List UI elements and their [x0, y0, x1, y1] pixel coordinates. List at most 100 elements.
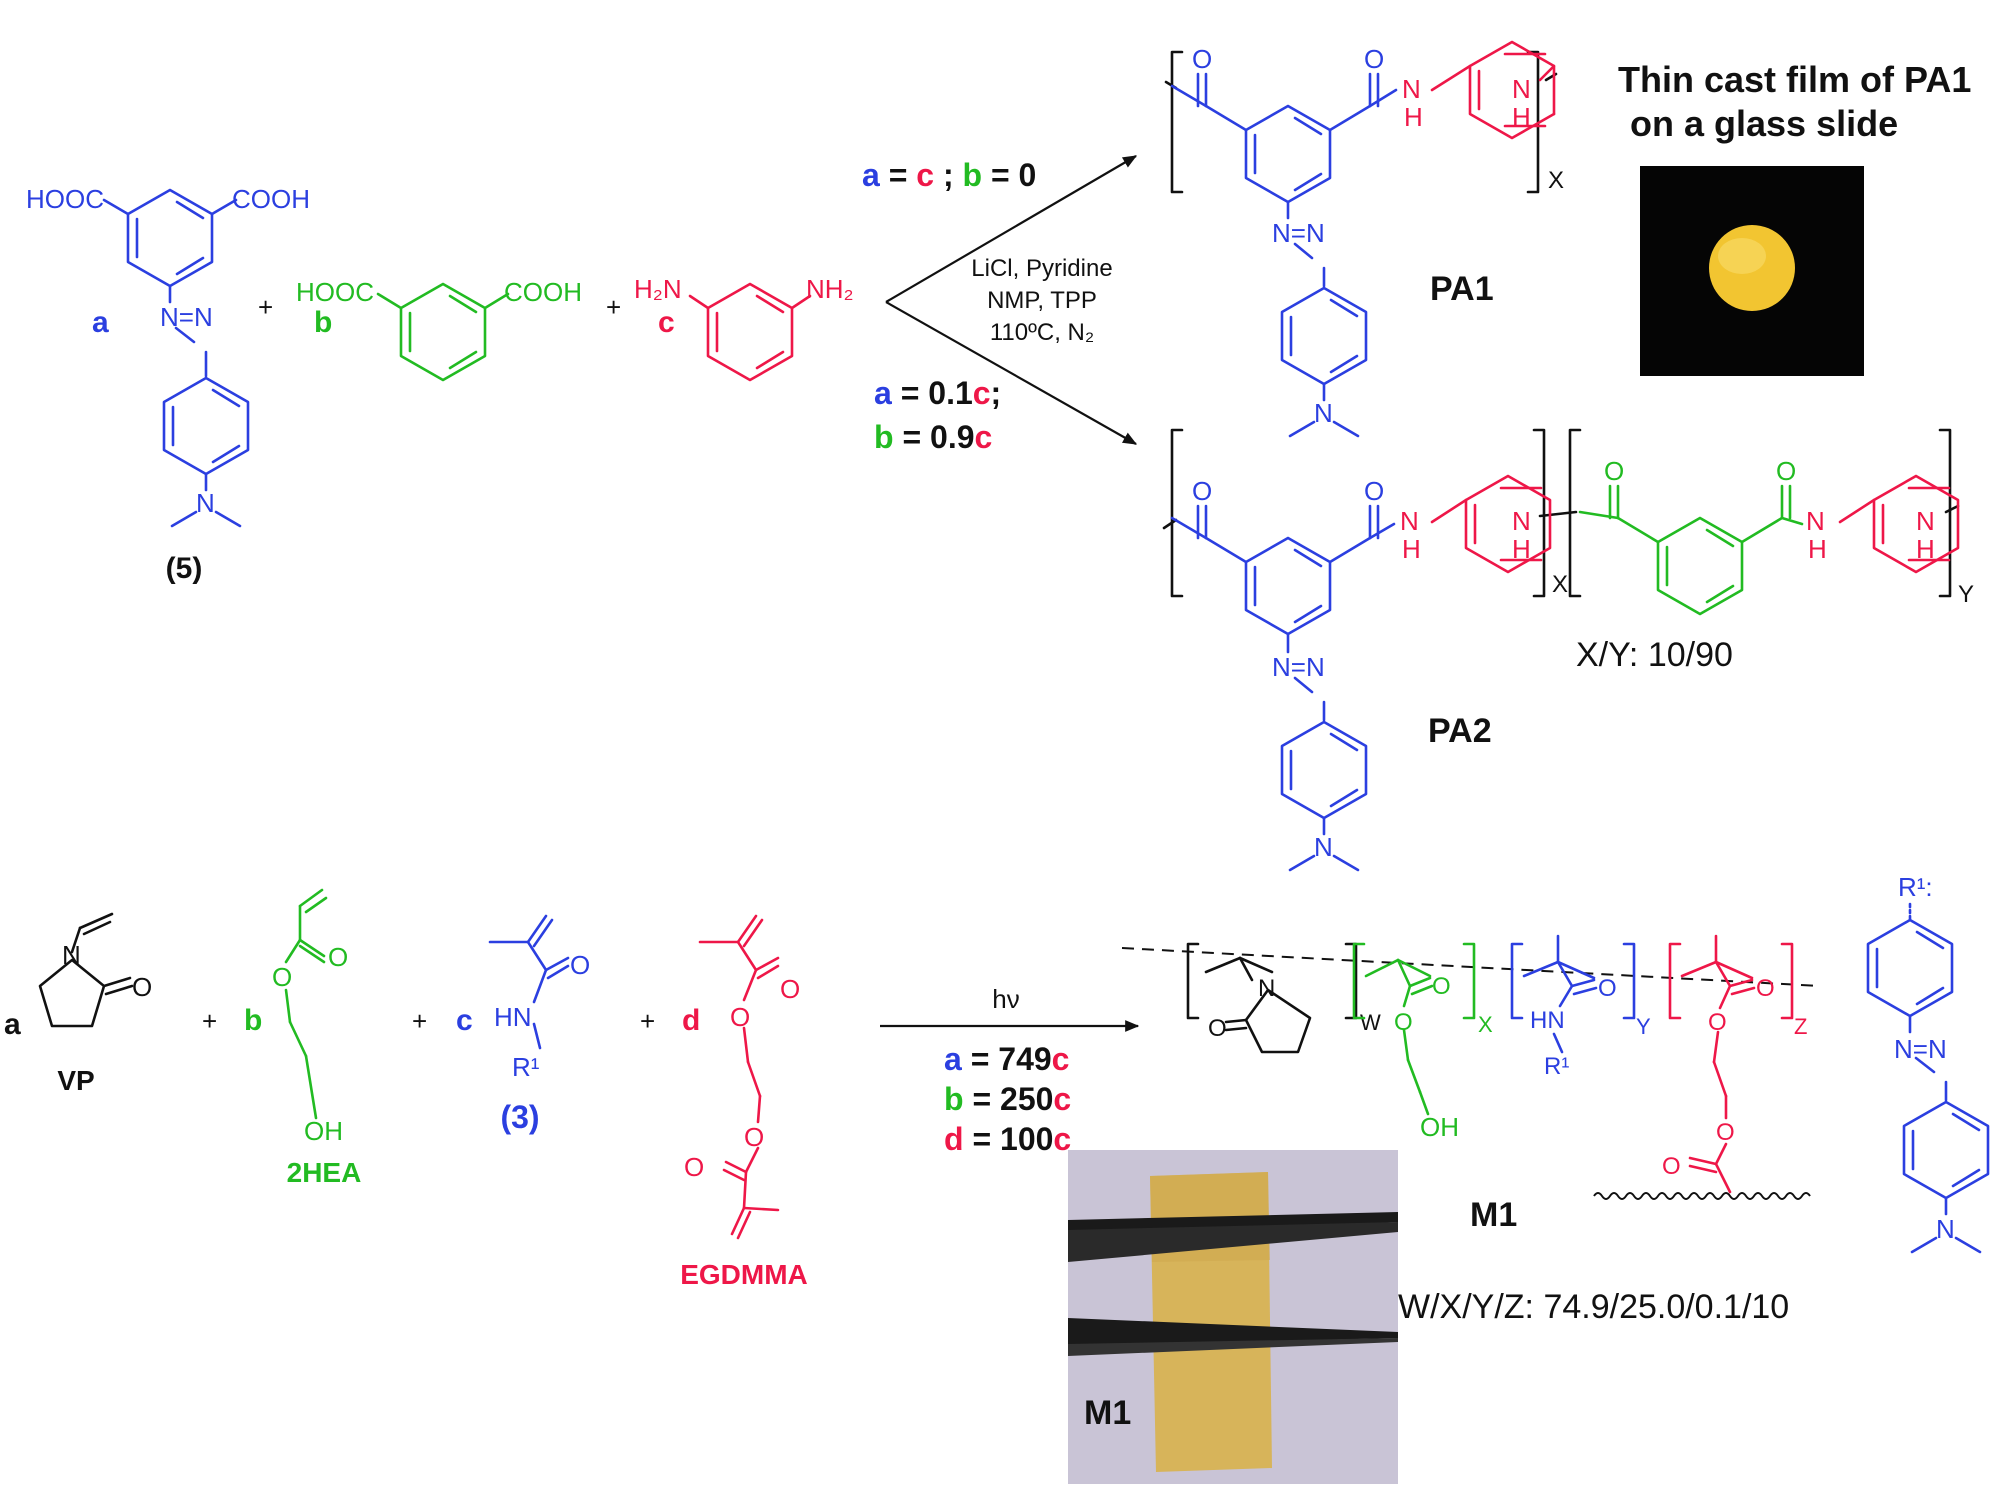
- conditions-line-2: NMP, TPP: [987, 287, 1097, 314]
- egdmma-name: EGDMMA: [680, 1259, 808, 1290]
- ratio-d: d = 100c: [944, 1121, 1071, 1157]
- plus-sign: +: [640, 1006, 655, 1036]
- pa2-carbonyl-o: O: [1364, 476, 1384, 506]
- pa2-amide-n: N: [1512, 506, 1531, 536]
- m1-hea-oxygen: O: [1432, 973, 1451, 1000]
- pa2-carbonyl-o: O: [1192, 476, 1212, 506]
- tweezer-lower: [1068, 1318, 1398, 1346]
- monomer-b-right-group: COOH: [504, 277, 582, 307]
- monomer-c-letter: c: [658, 306, 675, 339]
- top-reaction-arrows: [885, 155, 1138, 445]
- monomer-3-r: R¹: [512, 1052, 540, 1082]
- pa2-amide-h: H: [1402, 534, 1421, 564]
- vp-structure: N O a VP: [4, 912, 152, 1096]
- conditions-line-1: LiCl, Pyridine: [971, 255, 1112, 282]
- m1-vp-nitrogen: N: [1258, 975, 1275, 1002]
- monomer-3-structure: O HN R¹ c (3): [456, 914, 590, 1135]
- egdmma-letter: d: [682, 1004, 700, 1037]
- pa1-carbonyl-o: O: [1192, 44, 1212, 74]
- ratio-pa1: a = c ; b = 0: [862, 157, 1036, 193]
- r1-amine: N: [1936, 1214, 1955, 1244]
- ratio-a: a = 749c: [944, 1041, 1069, 1077]
- pa2-ratio: X/Y: 10/90: [1576, 636, 1733, 674]
- monomer-c-structure: H₂N NH₂ c: [634, 274, 854, 382]
- pa2-amide-h: H: [1512, 534, 1531, 564]
- pa2-amine: N: [1314, 832, 1333, 862]
- monomer-c-left-group: H₂N: [634, 274, 682, 304]
- pa2-azo: N=N: [1272, 652, 1325, 682]
- egdmma-structure: O O O O d EGDMMA: [680, 914, 808, 1290]
- pa2-carbonyl-o: O: [1604, 456, 1624, 486]
- vp-name: VP: [57, 1065, 94, 1096]
- vp-letter: a: [4, 1008, 21, 1041]
- pa2-subscript-y: Y: [1958, 581, 1974, 608]
- crosslink-wavy-bond: [1593, 1192, 1811, 1200]
- pa2-amide-n: N: [1400, 506, 1419, 536]
- hea-name: 2HEA: [287, 1157, 362, 1188]
- ratio-pa2-line-2: b = 0.9c: [874, 419, 992, 455]
- pa2-amide-h: H: [1916, 534, 1935, 564]
- hea-letter: b: [244, 1004, 262, 1037]
- m1-ester-oxygen: O: [1662, 1153, 1681, 1180]
- m1-hea-hydroxyl: OH: [1420, 1112, 1459, 1142]
- pa1-amide-h2: H: [1512, 102, 1531, 132]
- m1-hea-oxygen: O: [1394, 1009, 1413, 1036]
- egdmma-oxygen: O: [780, 974, 800, 1004]
- monomer-b-letter: b: [314, 306, 332, 339]
- pa1-film-photo: [1640, 166, 1864, 376]
- hea-hydroxyl: OH: [304, 1116, 343, 1146]
- vp-oxygen: O: [132, 972, 152, 1002]
- pa1-subscript: X: [1548, 167, 1564, 194]
- hea-ester-o: O: [272, 962, 292, 992]
- pa2-amide-n: N: [1806, 506, 1825, 536]
- monomer-a-amine: N: [196, 488, 215, 518]
- m1-subscript-x: X: [1478, 1012, 1493, 1037]
- monomer-a-letter: a: [92, 306, 109, 339]
- m1-amide-r: R¹: [1544, 1053, 1569, 1080]
- m1-vp-oxygen: O: [1208, 1015, 1227, 1042]
- pa1-structure: O O N H N H N=N N X PA1: [1164, 40, 1564, 438]
- film-caption-line-2: on a glass slide: [1630, 103, 1898, 144]
- pa1-azo: N=N: [1272, 218, 1325, 248]
- monomer-3-name: (3): [500, 1099, 539, 1135]
- light-symbol: hν: [992, 984, 1019, 1014]
- pa1-amide-h1: H: [1404, 102, 1423, 132]
- m1-ester-oxygen: O: [1756, 975, 1775, 1002]
- monomer-a-left-group: HOOC: [26, 184, 104, 214]
- pa1-carbonyl-o: O: [1364, 44, 1384, 74]
- monomer-b-left-group: HOOC: [296, 277, 374, 307]
- ratio-pa2-line-1: a = 0.1c;: [874, 375, 1001, 411]
- m1-label: M1: [1470, 1196, 1517, 1234]
- monomer-a-right-group: COOH: [232, 184, 310, 214]
- conditions-line-3: 110ºC, N₂: [990, 319, 1094, 346]
- pa2-label: PA2: [1428, 712, 1492, 750]
- m1-ester-oxygen: O: [1716, 1119, 1735, 1146]
- monomer-3-letter: c: [456, 1004, 473, 1037]
- m1-amide-hn: HN: [1530, 1007, 1565, 1034]
- plus-sign: +: [202, 1006, 217, 1036]
- r1-azo: N=N: [1894, 1034, 1947, 1064]
- plus-sign: +: [606, 292, 621, 322]
- monomer-b-structure: HOOC COOH b: [296, 277, 582, 382]
- monomer-3-oxygen: O: [570, 950, 590, 980]
- monomer-a-structure: HOOC COOH N=N N a (5): [26, 184, 310, 585]
- monomer-3-hn: HN: [494, 1002, 532, 1032]
- pa2-carbonyl-o: O: [1776, 456, 1796, 486]
- r1-group-structure: R¹: N=N N: [1866, 872, 1990, 1254]
- vp-nitrogen: N: [62, 940, 81, 970]
- photo-label: M1: [1084, 1394, 1131, 1432]
- m1-amide-oxygen: O: [1598, 975, 1617, 1002]
- pa1-amine: N: [1314, 398, 1333, 428]
- m1-structure: N O W O O OH X O HN R¹ Y: [1121, 934, 1821, 1326]
- egdmma-oxygen: O: [730, 1002, 750, 1032]
- plus-sign: +: [412, 1006, 427, 1036]
- m1-subscript-y: Y: [1636, 1014, 1651, 1039]
- m1-subscript-w: W: [1360, 1010, 1381, 1035]
- m1-ester-oxygen: O: [1708, 1009, 1727, 1036]
- pa2-amide-n: N: [1916, 506, 1935, 536]
- r1-label: R¹:: [1898, 872, 1933, 902]
- pa1-label: PA1: [1430, 270, 1494, 308]
- ratio-b: b = 250c: [944, 1081, 1071, 1117]
- film-caption-line-1: Thin cast film of PA1: [1618, 59, 1971, 100]
